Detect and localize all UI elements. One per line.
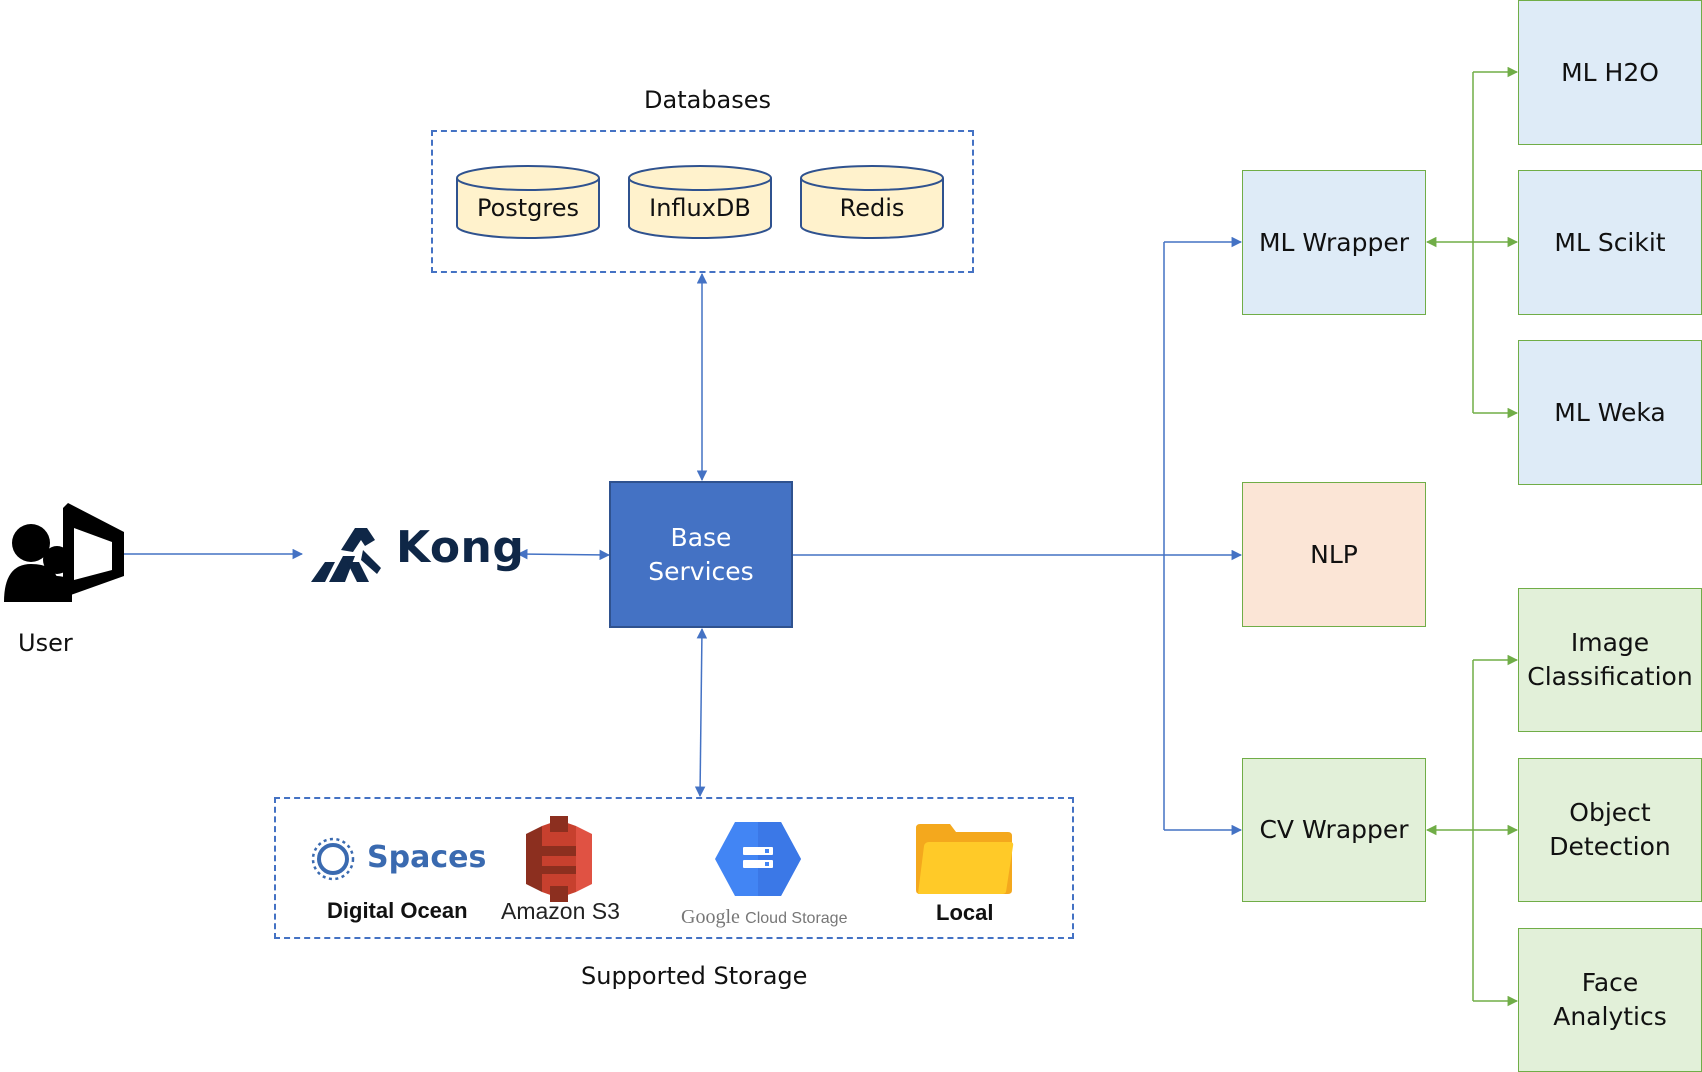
nlp-label: NLP xyxy=(1310,539,1358,569)
ml-wrapper-label: ML Wrapper xyxy=(1258,227,1410,257)
cv-wrapper-label: CV Wrapper xyxy=(1259,815,1409,845)
cloud-storage-word: Cloud Storage xyxy=(745,910,848,927)
ml-h2o-box: ML H2O xyxy=(1518,0,1702,145)
databases-group xyxy=(431,130,974,273)
ml-wrapper-box: ML Wrapper xyxy=(1242,170,1426,315)
image-classification-label: Image Classification xyxy=(1527,628,1693,691)
folder-icon xyxy=(916,824,1014,894)
storage-group xyxy=(274,797,1074,939)
ml-weka-label: ML Weka xyxy=(1554,397,1666,427)
nlp-box: NLP xyxy=(1242,482,1426,627)
google-cloud-storage-label: Google Cloud Storage xyxy=(681,906,847,929)
redis-cylinder-icon xyxy=(800,165,944,239)
local-label: Local xyxy=(936,900,994,925)
db-influxdb-label: InfluxDB xyxy=(649,194,751,222)
databases-title: Databases xyxy=(644,86,772,114)
object-detection-label: Object Detection xyxy=(1549,798,1671,861)
db-postgres-label: Postgres xyxy=(476,194,580,222)
cv-wrapper-box: CV Wrapper xyxy=(1242,758,1426,902)
face-analytics-box: Face Analytics xyxy=(1518,928,1702,1072)
s3-bucket-icon xyxy=(526,816,592,902)
kong-label: Kong xyxy=(396,522,525,573)
ml-scikit-box: ML Scikit xyxy=(1518,170,1702,315)
spaces-brand-label: Spaces xyxy=(367,840,487,875)
ml-weka-box: ML Weka xyxy=(1518,340,1702,485)
edge-base-storage xyxy=(694,627,708,798)
ml-h2o-label: ML H2O xyxy=(1561,57,1659,87)
user-label: User xyxy=(18,629,73,657)
google-word: Google xyxy=(681,906,740,928)
spaces-ring-icon xyxy=(311,837,355,881)
gcs-hexagon-icon xyxy=(715,822,801,896)
image-classification-box: Image Classification xyxy=(1518,588,1702,732)
edge-kong-base xyxy=(516,548,611,561)
kong-gorilla-logo-icon xyxy=(311,528,381,582)
base-services-box: Base Services xyxy=(609,481,793,628)
object-detection-box: Object Detection xyxy=(1518,758,1702,902)
db-redis-label: Redis xyxy=(839,194,905,222)
influxdb-cylinder-icon xyxy=(628,165,772,239)
digital-ocean-label: Digital Ocean xyxy=(327,898,468,923)
ml-scikit-label: ML Scikit xyxy=(1554,227,1666,257)
postgres-cylinder-icon xyxy=(456,165,600,239)
face-analytics-label: Face Analytics xyxy=(1553,968,1667,1031)
base-services-label: Base Services xyxy=(648,522,754,586)
storage-title: Supported Storage xyxy=(581,962,808,990)
amazon-s3-label: Amazon S3 xyxy=(501,898,620,924)
user-presentation-icon xyxy=(4,503,124,602)
